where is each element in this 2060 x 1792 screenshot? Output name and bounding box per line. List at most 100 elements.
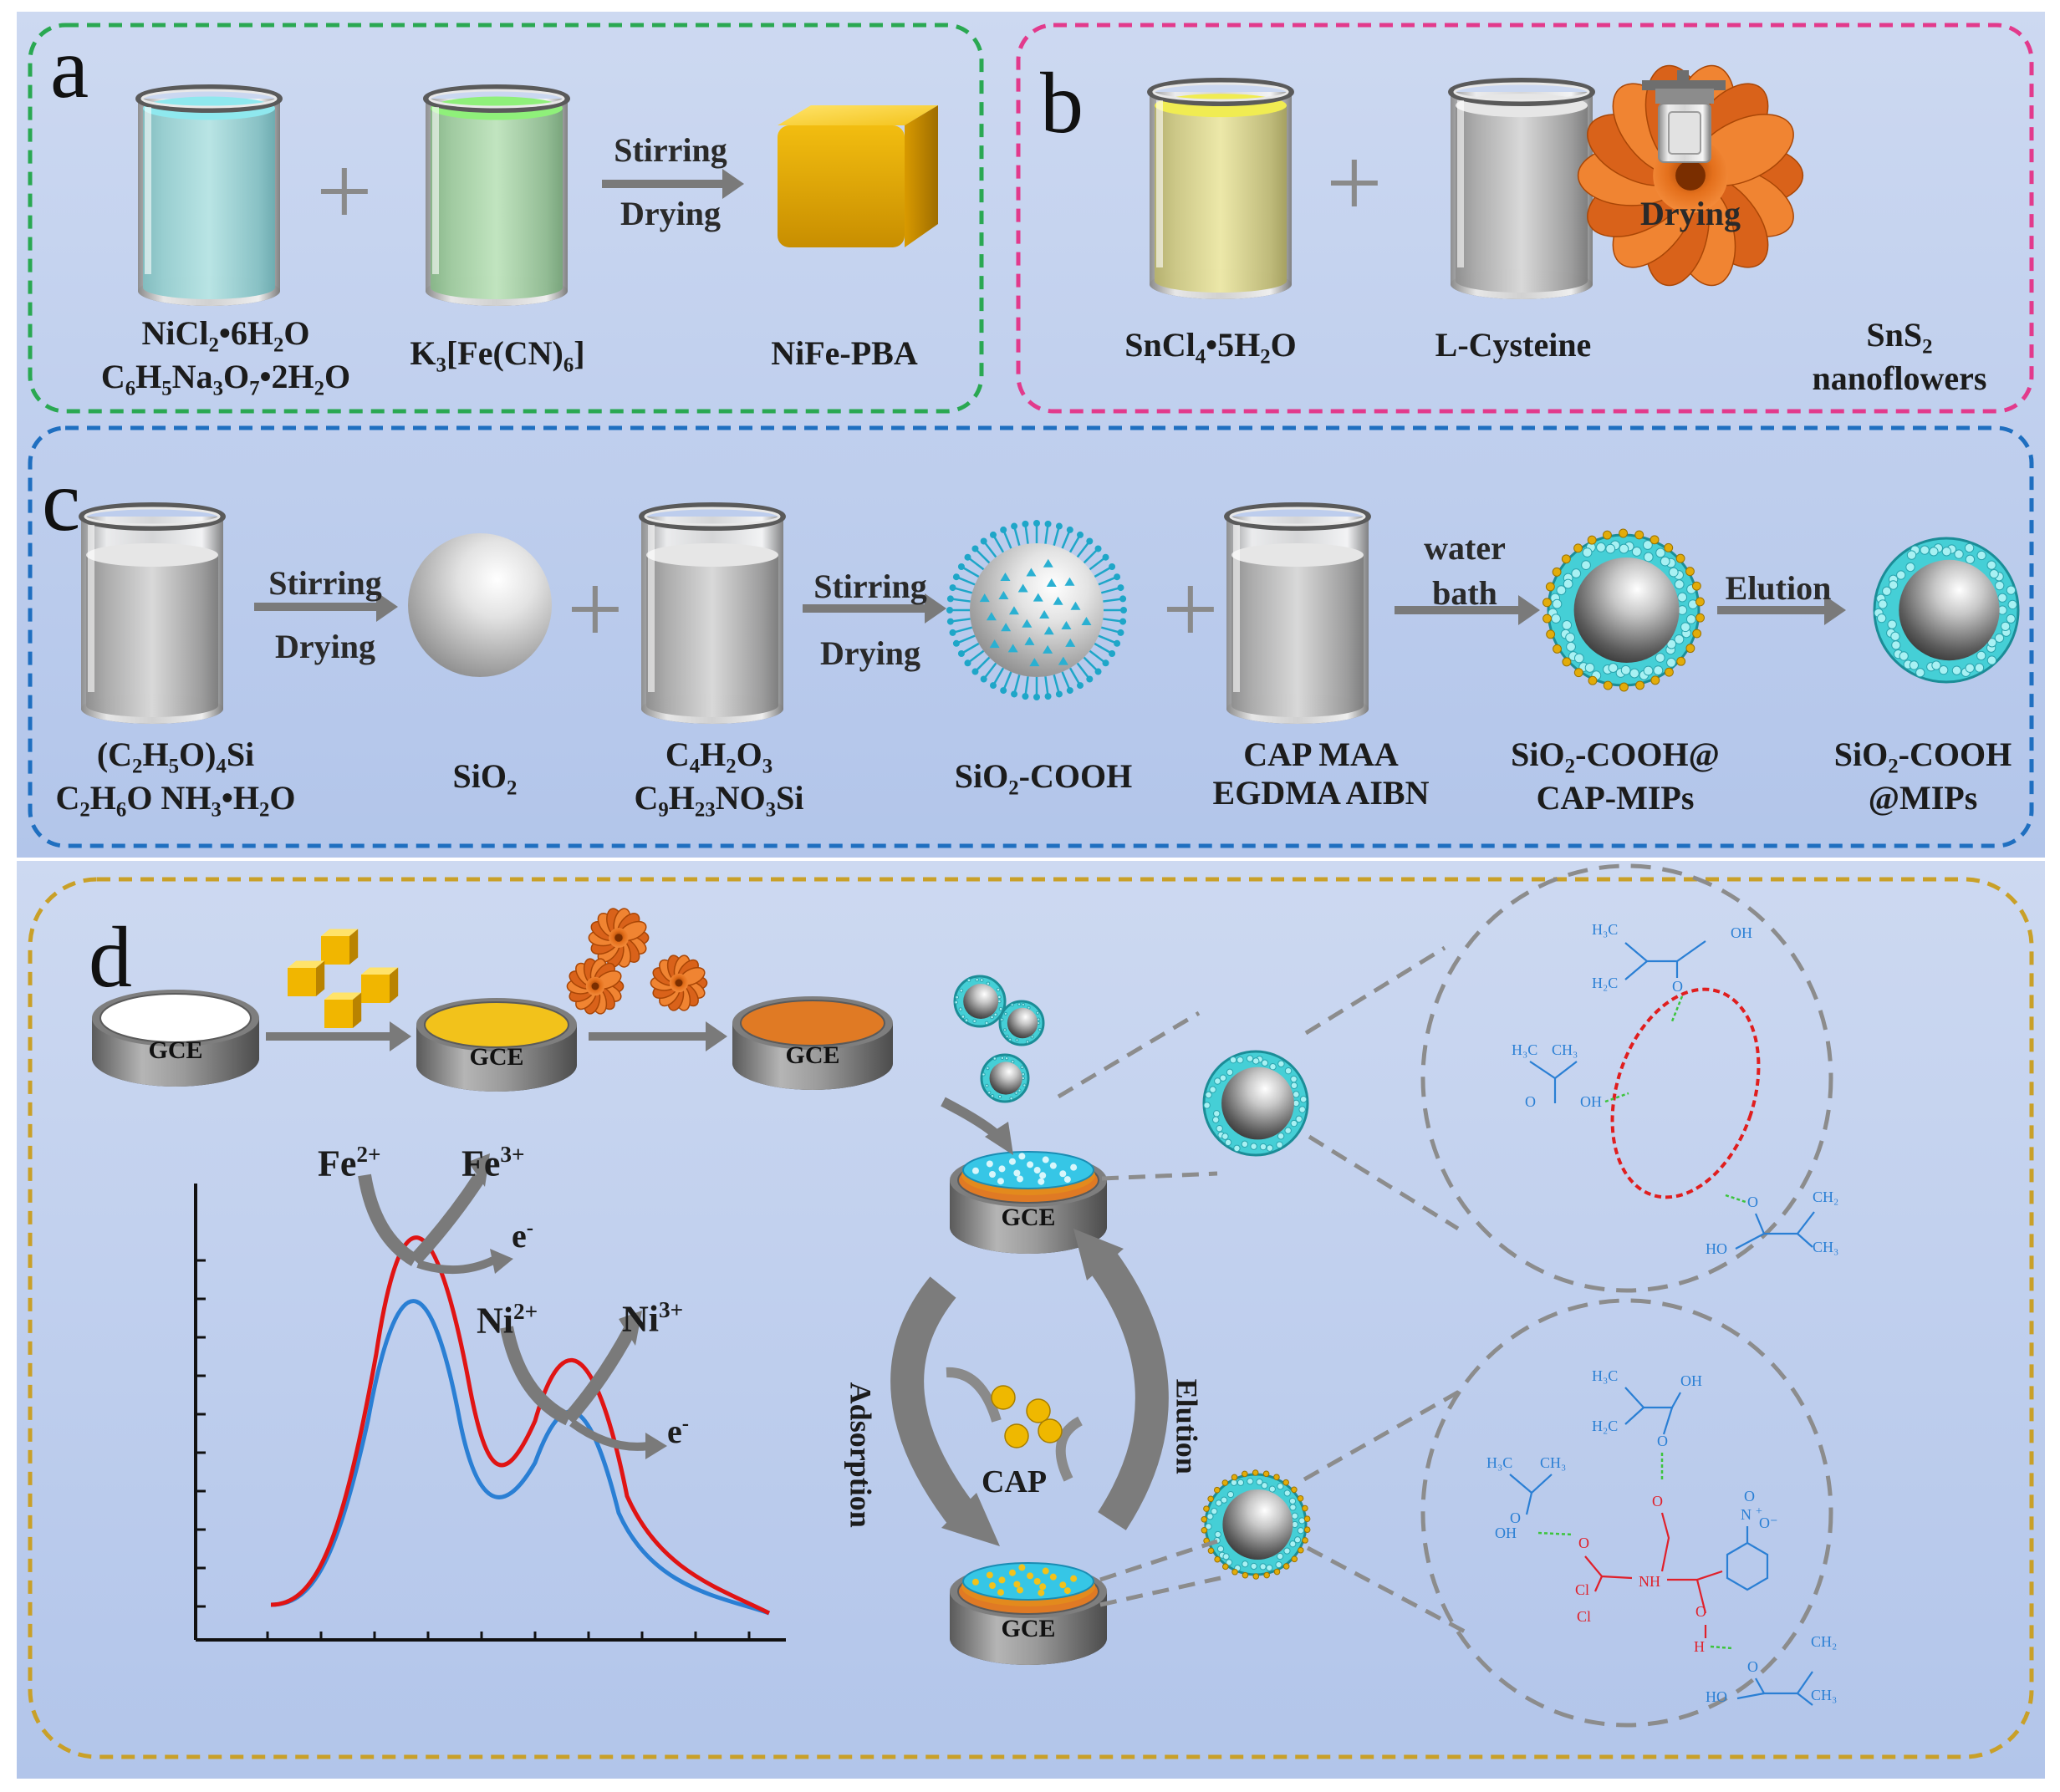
- chem-atom-label: O: [1672, 978, 1683, 995]
- process-arrow-icon: [266, 1021, 411, 1051]
- sns2-label: SnS2 nanoflowers: [1812, 316, 1987, 398]
- chem-atom-label: Cl: [1577, 1608, 1591, 1625]
- beakers-group: [79, 78, 1595, 724]
- chem-atom-label: CH₂: [1811, 1633, 1837, 1650]
- mip-particle-icon: [1873, 537, 2020, 684]
- chem-bond: [1735, 1233, 1765, 1250]
- process-arrow-icon: [1395, 595, 1540, 625]
- reagents-label: C4H2O3 C9H23NO3Si: [634, 736, 804, 822]
- nanoflower-icon: [588, 908, 650, 968]
- reaction-arrow-icon: [416, 1256, 496, 1275]
- chem-bond: [1736, 1692, 1765, 1700]
- arrow-label-drying: Drying: [275, 628, 375, 665]
- sphere-icon: [408, 533, 552, 677]
- beaker-icon: [79, 502, 226, 724]
- fe2-label: Fe2+: [318, 1142, 381, 1184]
- chart-group: [194, 1153, 786, 1642]
- process-arrow-icon: [602, 169, 744, 199]
- mip-particle-icon: [980, 1053, 1030, 1103]
- reaction-arrow-icon: [358, 1173, 419, 1266]
- electron-label: e-: [667, 1413, 690, 1450]
- beaker-icon: [135, 84, 283, 306]
- reaction-arrow-icon: [619, 1311, 642, 1346]
- cap-molecule-icon: [1026, 1398, 1051, 1423]
- arrow-label-elution: Elution: [1725, 569, 1832, 607]
- mips-label: SiO2-COOH @MIPs: [1833, 736, 2012, 817]
- zoom-line: [1099, 1539, 1218, 1582]
- chem-bond: [1797, 1693, 1813, 1706]
- cap-mips-label: SiO2-COOH@ CAP-MIPs: [1511, 736, 1720, 817]
- l-cysteine-label: L-Cysteine: [1435, 326, 1592, 364]
- plus-sign: +: [1162, 553, 1219, 664]
- chem-atom-label: CH₃: [1552, 1041, 1578, 1058]
- ni3-label: Ni3+: [622, 1297, 684, 1340]
- panel-letter-c: c: [42, 453, 81, 549]
- cube-icon: [288, 960, 325, 996]
- process-arrow-icon: [254, 592, 398, 622]
- arrow-label-drying: Drying: [1640, 195, 1741, 232]
- cube-icon: [778, 105, 938, 247]
- cube-icon: [324, 992, 362, 1028]
- chem-atom-label: HO: [1706, 1688, 1727, 1705]
- ni2-label: Ni2+: [477, 1299, 538, 1341]
- arrow-label-bath: bath: [1432, 574, 1497, 612]
- panel-a-frame: [28, 23, 984, 414]
- arrow-label-stirring: Stirring: [614, 131, 727, 169]
- zoom-line: [1099, 1576, 1221, 1607]
- electrode-icon: GCE: [92, 990, 259, 1087]
- chem-bond: [1696, 1570, 1723, 1581]
- cap-molecule-icon: [1038, 1418, 1063, 1443]
- hydrogen-bond: [1725, 1194, 1746, 1204]
- chem-atom-label: O: [1510, 1509, 1521, 1526]
- chem-bond: [1593, 1576, 1604, 1592]
- fe3-label: Fe3+: [461, 1142, 525, 1184]
- chem-atom-label: H: [1694, 1638, 1705, 1655]
- electrode-label: GCE: [148, 1036, 202, 1064]
- cap-molecule-icon: [991, 1385, 1016, 1410]
- plus-sign: +: [567, 553, 624, 664]
- chem-atom-label: H₃C: [1512, 1041, 1537, 1058]
- cap-label: CAP: [982, 1464, 1048, 1499]
- beaker-icon: [639, 502, 786, 724]
- mip-particle-icon: [1542, 528, 1705, 692]
- beaker-icon: [423, 84, 570, 306]
- arrow-label-drying: Drying: [820, 634, 920, 672]
- imprinted-cavity: [1610, 987, 1761, 1199]
- chem-atom-label: +: [1756, 1505, 1762, 1518]
- chart-line-series: [270, 1299, 770, 1616]
- chem-atom-label: Cl: [1575, 1581, 1589, 1598]
- chem-atom-label: CH₃: [1813, 1239, 1838, 1255]
- chem-atom-label: O: [1747, 1658, 1758, 1675]
- panel-letter-a: a: [50, 20, 89, 116]
- chem-atom-label: H₂C: [1592, 975, 1618, 991]
- nife-pba-label: NiFe-PBA: [771, 334, 918, 372]
- cooh-sphere-icon: [946, 520, 1127, 700]
- chem-atom-label: O: [1525, 1093, 1536, 1110]
- chem-bond: [1755, 1671, 1813, 1695]
- process-arrow-icon: [589, 1021, 727, 1051]
- chem-atom-label: H₃C: [1486, 1454, 1512, 1471]
- sio2-label: SiO2: [452, 757, 518, 800]
- chem-atom-label: HO: [1706, 1240, 1727, 1257]
- k3fecn6-label: K3[Fe(CN)6]: [410, 334, 585, 377]
- electrode-label: GCE: [785, 1041, 839, 1069]
- zoom-line: [1306, 1545, 1466, 1634]
- arrow-label-drying: Drying: [620, 195, 721, 232]
- plus-sign: +: [1326, 127, 1383, 238]
- hydrogen-bond: [1710, 1645, 1733, 1650]
- zoom-circle: [1420, 1298, 1833, 1728]
- mip-particle-icon: [998, 1000, 1045, 1046]
- chem-bond: [1660, 1512, 1670, 1572]
- chem-atom-label: N: [1741, 1506, 1752, 1523]
- monomers-label: CAP MAA EGDMA AIBN: [1212, 736, 1430, 812]
- chem-atom-label: OH: [1495, 1525, 1517, 1541]
- zoom-line: [1057, 1011, 1201, 1099]
- zoom-line: [1101, 1171, 1218, 1181]
- hydrogen-bond: [1604, 1092, 1629, 1103]
- hydrogen-bond: [1670, 995, 1684, 1022]
- beaker-icon: [1224, 502, 1371, 724]
- reaction-arrow-icon: [490, 1249, 513, 1274]
- zoom-line: [1303, 1385, 1468, 1482]
